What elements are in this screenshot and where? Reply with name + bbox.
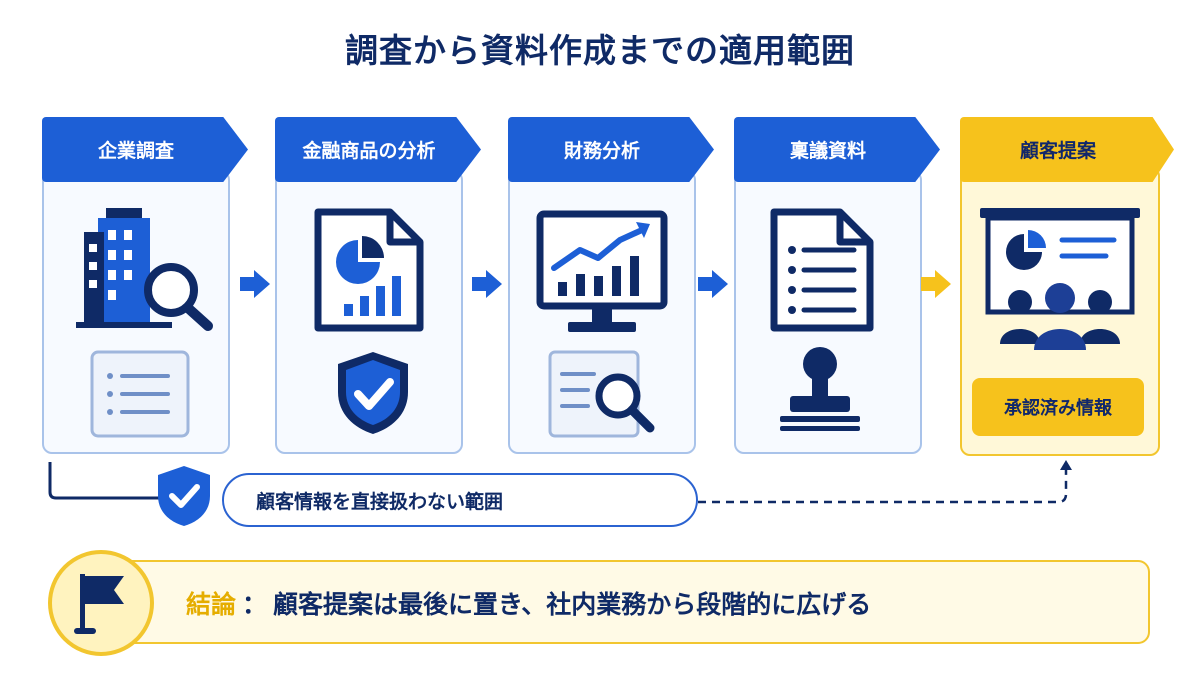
stamp-icon [780, 347, 860, 431]
flow-arrow-icon [921, 270, 951, 298]
step-header-approval-document: 稟議資料 [734, 117, 940, 182]
conclusion-separator: ： [242, 590, 268, 619]
step-header-company-research: 企業調査 [42, 117, 248, 182]
step-header-customer-proposal: 顧客提案 [960, 117, 1174, 182]
flow-arrow-icon [698, 270, 728, 298]
shield-check-icon [338, 352, 408, 434]
approved-info-badge: 承認済み情報 [972, 378, 1144, 436]
presentation-audience-icon [980, 208, 1140, 350]
monitor-chart-icon [536, 210, 668, 332]
document-list-icon [770, 208, 874, 332]
flag-badge [48, 550, 154, 656]
shield-check-icon [158, 466, 210, 526]
step-header-product-analysis: 金融商品の分析 [275, 117, 481, 182]
flow-arrow-icon [240, 270, 270, 298]
document-chart-icon [314, 208, 424, 332]
conclusion-label: 結論 [186, 590, 237, 619]
document-search-icon [548, 350, 655, 438]
building-search-icon [76, 208, 213, 331]
document-list-icon [90, 350, 190, 438]
scope-note-label: 顧客情報を直接扱わない範囲 [222, 473, 698, 527]
conclusion-body: 顧客提案は最後に置き、社内業務から段階的に広げる [273, 590, 872, 619]
conclusion-box [90, 560, 1150, 644]
flag-icon [74, 574, 124, 634]
page-title: 調査から資料作成までの適用範囲 [345, 31, 855, 70]
scope-connector [48, 460, 1072, 504]
flow-arrow-icon [472, 270, 502, 298]
conclusion-text: 結論 ： 顧客提案は最後に置き、社内業務から段階的に広げる [186, 583, 871, 623]
step-header-financial-analysis: 財務分析 [508, 117, 714, 182]
